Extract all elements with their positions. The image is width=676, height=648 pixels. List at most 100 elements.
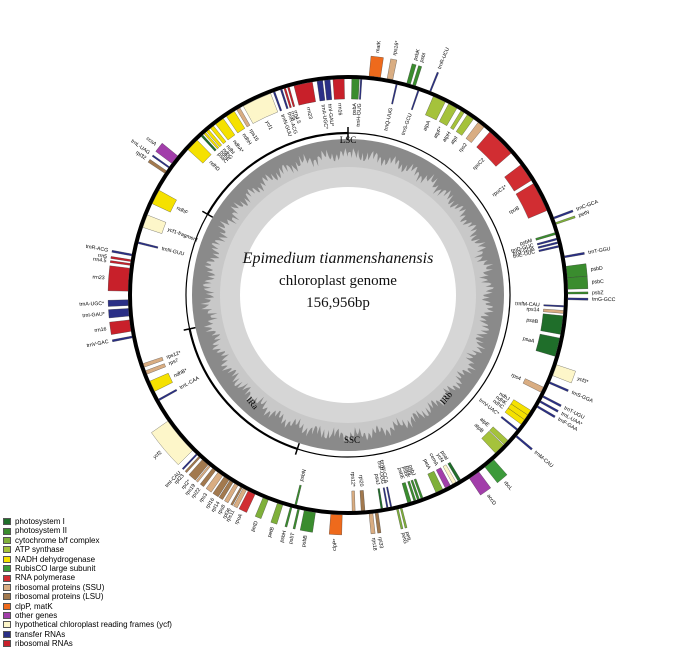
legend-item: photosystem II: [3, 526, 172, 535]
gene-label: psbM: [519, 238, 533, 247]
gene-block-trng-gcc: [567, 297, 589, 301]
gene-block-psbk: [406, 63, 417, 85]
gene-block-petg: [396, 508, 404, 530]
gene-block-psab: [540, 313, 564, 335]
gene-block-psbe: [401, 482, 412, 503]
gene-label: matK: [375, 40, 382, 53]
gene-block-ndha-: [215, 118, 236, 141]
gene-block-psbf: [407, 480, 417, 501]
gene-block-cema: [436, 467, 451, 489]
gene-block-accd: [469, 471, 491, 496]
gene-block-peta: [427, 470, 443, 493]
gene-label: rps14: [526, 306, 540, 313]
legend-item: clpP, matK: [3, 602, 172, 611]
gene-block-trnr-acg: [280, 89, 289, 110]
region-arc: [206, 131, 348, 215]
gene-label: ycf3*: [576, 376, 589, 386]
gene-label: trnR-UCU: [437, 46, 451, 70]
legend-item: photosystem I: [3, 517, 172, 526]
gene-block-ndhe: [203, 132, 220, 150]
gene-label: rpoB: [508, 205, 521, 216]
legend-label: ribosomal RNAs: [15, 639, 73, 648]
gene-label: rps11: [225, 509, 236, 523]
gene-label: ccsA: [145, 136, 158, 148]
gene-block-rps19: [195, 465, 211, 483]
gene-block-trnt-ugu: [542, 395, 562, 407]
gene-block-rps18: [368, 513, 376, 535]
legend-label: other genes: [15, 610, 58, 620]
legend-label: photosystem I: [15, 517, 65, 526]
region-boundary-tick: [183, 326, 196, 331]
gene-label: ndhB*: [173, 368, 188, 379]
legend-item: ribosomal proteins (SSU): [3, 583, 172, 592]
gene-label: trnQ-UUG: [383, 107, 394, 131]
legend-item: RubisCO large subunit: [3, 564, 172, 573]
gene-label: rbcL: [502, 480, 513, 492]
legend-swatch: [3, 621, 11, 629]
legend-swatch: [3, 593, 11, 601]
legend-swatch: [3, 546, 11, 554]
legend-label: NADH dehydrogenase: [15, 554, 96, 564]
gene-label: ndhF: [175, 205, 188, 216]
gene-label: atpF*: [433, 126, 444, 140]
gene-label: clpP*: [332, 539, 339, 551]
gene-label: trnD-GUC: [511, 243, 535, 255]
gene-label: trnN-GUU: [161, 246, 185, 257]
gene-block-atpf-: [439, 103, 458, 126]
gene-block-rpob: [515, 183, 548, 219]
gene-block-trnn-guu: [273, 91, 282, 112]
gene-label: rpl33: [376, 537, 383, 549]
gene-block-trne-uuc: [538, 245, 559, 252]
genome-length: 156,956bp: [306, 295, 370, 311]
gene-label: rpl20: [357, 475, 364, 487]
gene-block-rpl14: [218, 480, 234, 500]
legend-swatch: [3, 574, 11, 582]
legend-item: ATP synthase: [3, 545, 172, 554]
gene-block-trnc-gca: [553, 209, 574, 220]
gene-block-rbcl: [484, 459, 508, 484]
gene-block-rps11: [233, 488, 247, 509]
gene-label: psaA: [522, 336, 535, 345]
gene-label: ndhI: [225, 144, 236, 156]
gene-block-rpoc1-: [504, 164, 532, 192]
region-label-lsc: LSC: [340, 135, 357, 145]
legend-item: RNA polymerase: [3, 573, 172, 582]
legend-item: NADH dehydrogenase: [3, 555, 172, 564]
gene-block-psaj: [377, 488, 383, 509]
gene-block-petn: [555, 215, 576, 225]
gene-block-rpl36: [230, 486, 243, 506]
legend-swatch: [3, 612, 11, 620]
gene-block-trns-gcu: [410, 90, 420, 111]
gene-block-ndhi: [210, 125, 227, 144]
gene-label: petB: [267, 526, 276, 539]
gene-label: rps8: [217, 504, 227, 516]
legend-label: ribosomal proteins (LSU): [15, 592, 104, 602]
legend-label: clpP, matK: [15, 601, 53, 611]
region-arc: [297, 132, 511, 458]
gene-block-trni-gau-: [324, 79, 332, 101]
gene-block-psbz: [567, 291, 589, 295]
gene-label: petD: [250, 520, 260, 533]
gene-block-psbi: [412, 65, 422, 86]
region-layer: LSC IRa SSC IRb: [244, 135, 454, 445]
gene-label: rps3: [198, 492, 209, 504]
gene-block-trnr-acg: [111, 250, 133, 257]
gene-label: ycf4: [435, 453, 445, 464]
gene-label: trnfM-CAU: [515, 301, 540, 308]
gene-block-atpa: [425, 96, 446, 121]
legend-label: hypothetical chloroplast reading frames …: [15, 620, 172, 630]
gene-block-rpl20: [359, 490, 366, 511]
gene-block-trnl-caa: [158, 389, 178, 401]
gene-label: rps18: [370, 537, 377, 551]
genome-center-label: Epimedium tianmenshanensis chloroplast g…: [238, 248, 438, 314]
legend-swatch: [3, 565, 11, 573]
gene-label: psbD: [590, 266, 603, 273]
gene-block-psaa: [535, 333, 560, 357]
gene-block-trna-ugc-: [316, 80, 326, 102]
gene-block-trni-gau-: [108, 308, 130, 319]
gene-label: trnG-GCC: [592, 297, 616, 303]
gene-block-trnm-cau: [515, 435, 533, 451]
gene-block-rps4: [522, 378, 544, 393]
gene-label: trnA-UGC*: [79, 301, 104, 308]
